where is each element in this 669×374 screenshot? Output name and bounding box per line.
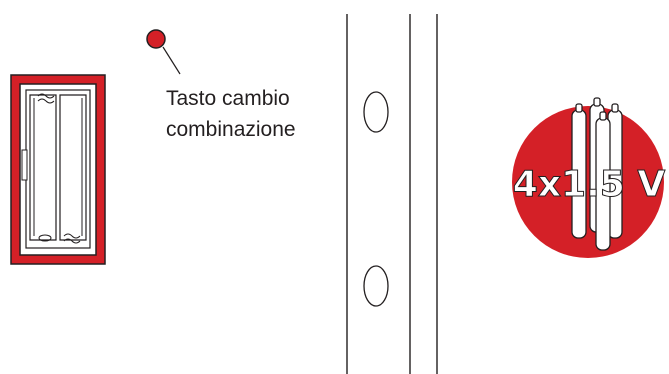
door-hole-top bbox=[363, 91, 389, 133]
door-frame bbox=[346, 14, 438, 374]
button-label-line2: combinazione bbox=[166, 118, 296, 141]
battery-compartment-icon bbox=[10, 74, 106, 265]
door-hole-bottom bbox=[363, 265, 389, 307]
battery-badge-icon: 4x1.5 V bbox=[512, 97, 666, 258]
button-label: Tasto cambio combinazione bbox=[166, 87, 296, 141]
button-label-line1: Tasto cambio bbox=[166, 87, 290, 110]
battery-badge-text: 4x1.5 V bbox=[513, 164, 666, 205]
button-marker-icon bbox=[146, 29, 181, 75]
